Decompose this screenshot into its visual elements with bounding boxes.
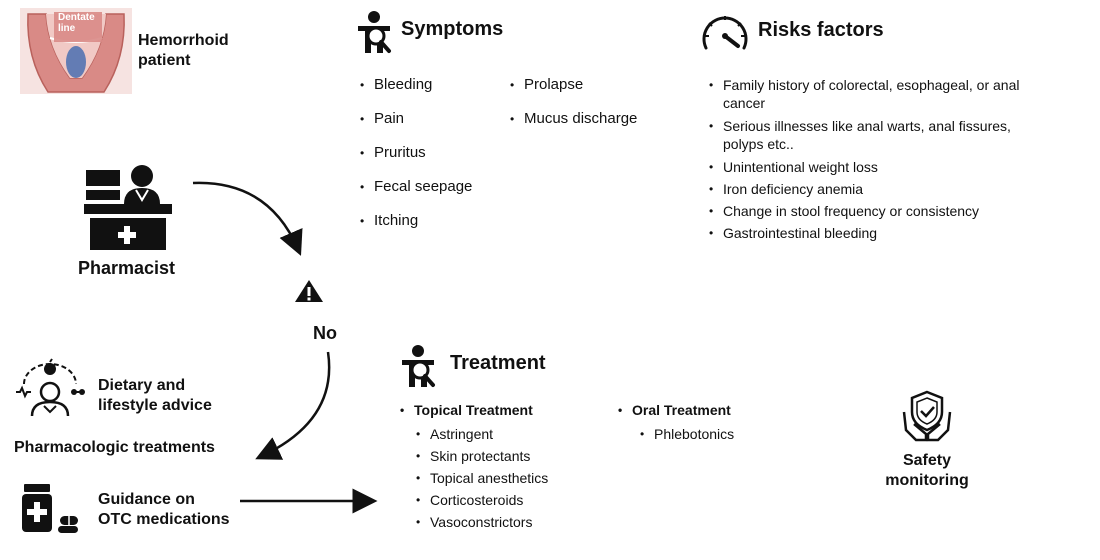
list-item: Itching: [360, 211, 500, 245]
oral-treatment-heading: Oral Treatment: [618, 401, 731, 419]
warning-icon: [295, 280, 323, 302]
list-item: Family history of colorectal, esophageal…: [709, 76, 1039, 112]
list-item: Unintentional weight loss: [709, 158, 1039, 176]
safety-monitoring-label: Safety monitoring: [885, 452, 969, 489]
list-item: Bleeding: [360, 75, 500, 109]
decision-no-label: No: [313, 323, 337, 343]
pharmacist-counter-icon: [84, 165, 172, 250]
hemorrhoid-patient-label: Hemorrhoid patient: [138, 32, 229, 69]
list-item: Prolapse: [510, 75, 670, 109]
dietary-lifestyle-label: Dietary and lifestyle advice: [98, 377, 212, 414]
shield-hands-icon: [902, 390, 952, 442]
list-item: Astringent: [416, 423, 586, 445]
list-item: Serious illnesses like anal warts, anal …: [709, 117, 1039, 153]
list-item: Change in stool frequency or consistency: [709, 202, 1039, 220]
symptoms-list-primary: Bleeding Pain Pruritus Fecal seepage Itc…: [360, 75, 500, 245]
list-item: Pain: [360, 109, 500, 143]
treatment-person-icon: [402, 345, 435, 387]
topical-treatment-heading: Topical Treatment: [400, 401, 533, 419]
speedometer-icon: [702, 16, 748, 50]
list-item: Gastrointestinal bleeding: [709, 224, 1039, 242]
list-item: Phlebotonics: [640, 423, 780, 445]
list-item: Iron deficiency anemia: [709, 180, 1039, 198]
list-item: Skin protectants: [416, 445, 586, 467]
medicine-bottle-icon: [22, 484, 78, 533]
anal-anatomy-illustration: [20, 8, 132, 94]
risk-factors-title: Risks factors: [758, 19, 884, 41]
guidance-otc-label: Guidance on OTC medications: [98, 491, 230, 528]
list-item: Vasoconstrictors: [416, 511, 586, 533]
illustration-caption: Dentate line: [58, 12, 95, 34]
list-item: Corticosteroids: [416, 489, 586, 511]
symptoms-title: Symptoms: [401, 18, 504, 40]
pharmacologic-treatments-label: Pharmacologic treatments: [14, 439, 215, 456]
list-item: Pruritus: [360, 143, 500, 177]
topical-treatment-list: Astringent Skin protectants Topical anes…: [416, 423, 586, 533]
treatment-title: Treatment: [450, 352, 546, 374]
list-item: Topical anesthetics: [416, 467, 586, 489]
dietary-advice-icon: [16, 358, 85, 417]
list-item: Fecal seepage: [360, 177, 500, 211]
pharmacist-label: Pharmacist: [78, 258, 176, 278]
list-item: Mucus discharge: [510, 109, 670, 143]
oral-treatment-group: Oral Treatment: [618, 401, 731, 419]
oral-treatment-list: Phlebotonics: [640, 423, 780, 445]
risk-factors-list: Family history of colorectal, esophageal…: [709, 76, 1039, 242]
person-search-icon: [358, 11, 391, 53]
symptoms-list-secondary: Prolapse Mucus discharge: [510, 75, 670, 143]
topical-treatment-group: Topical Treatment: [400, 401, 533, 419]
